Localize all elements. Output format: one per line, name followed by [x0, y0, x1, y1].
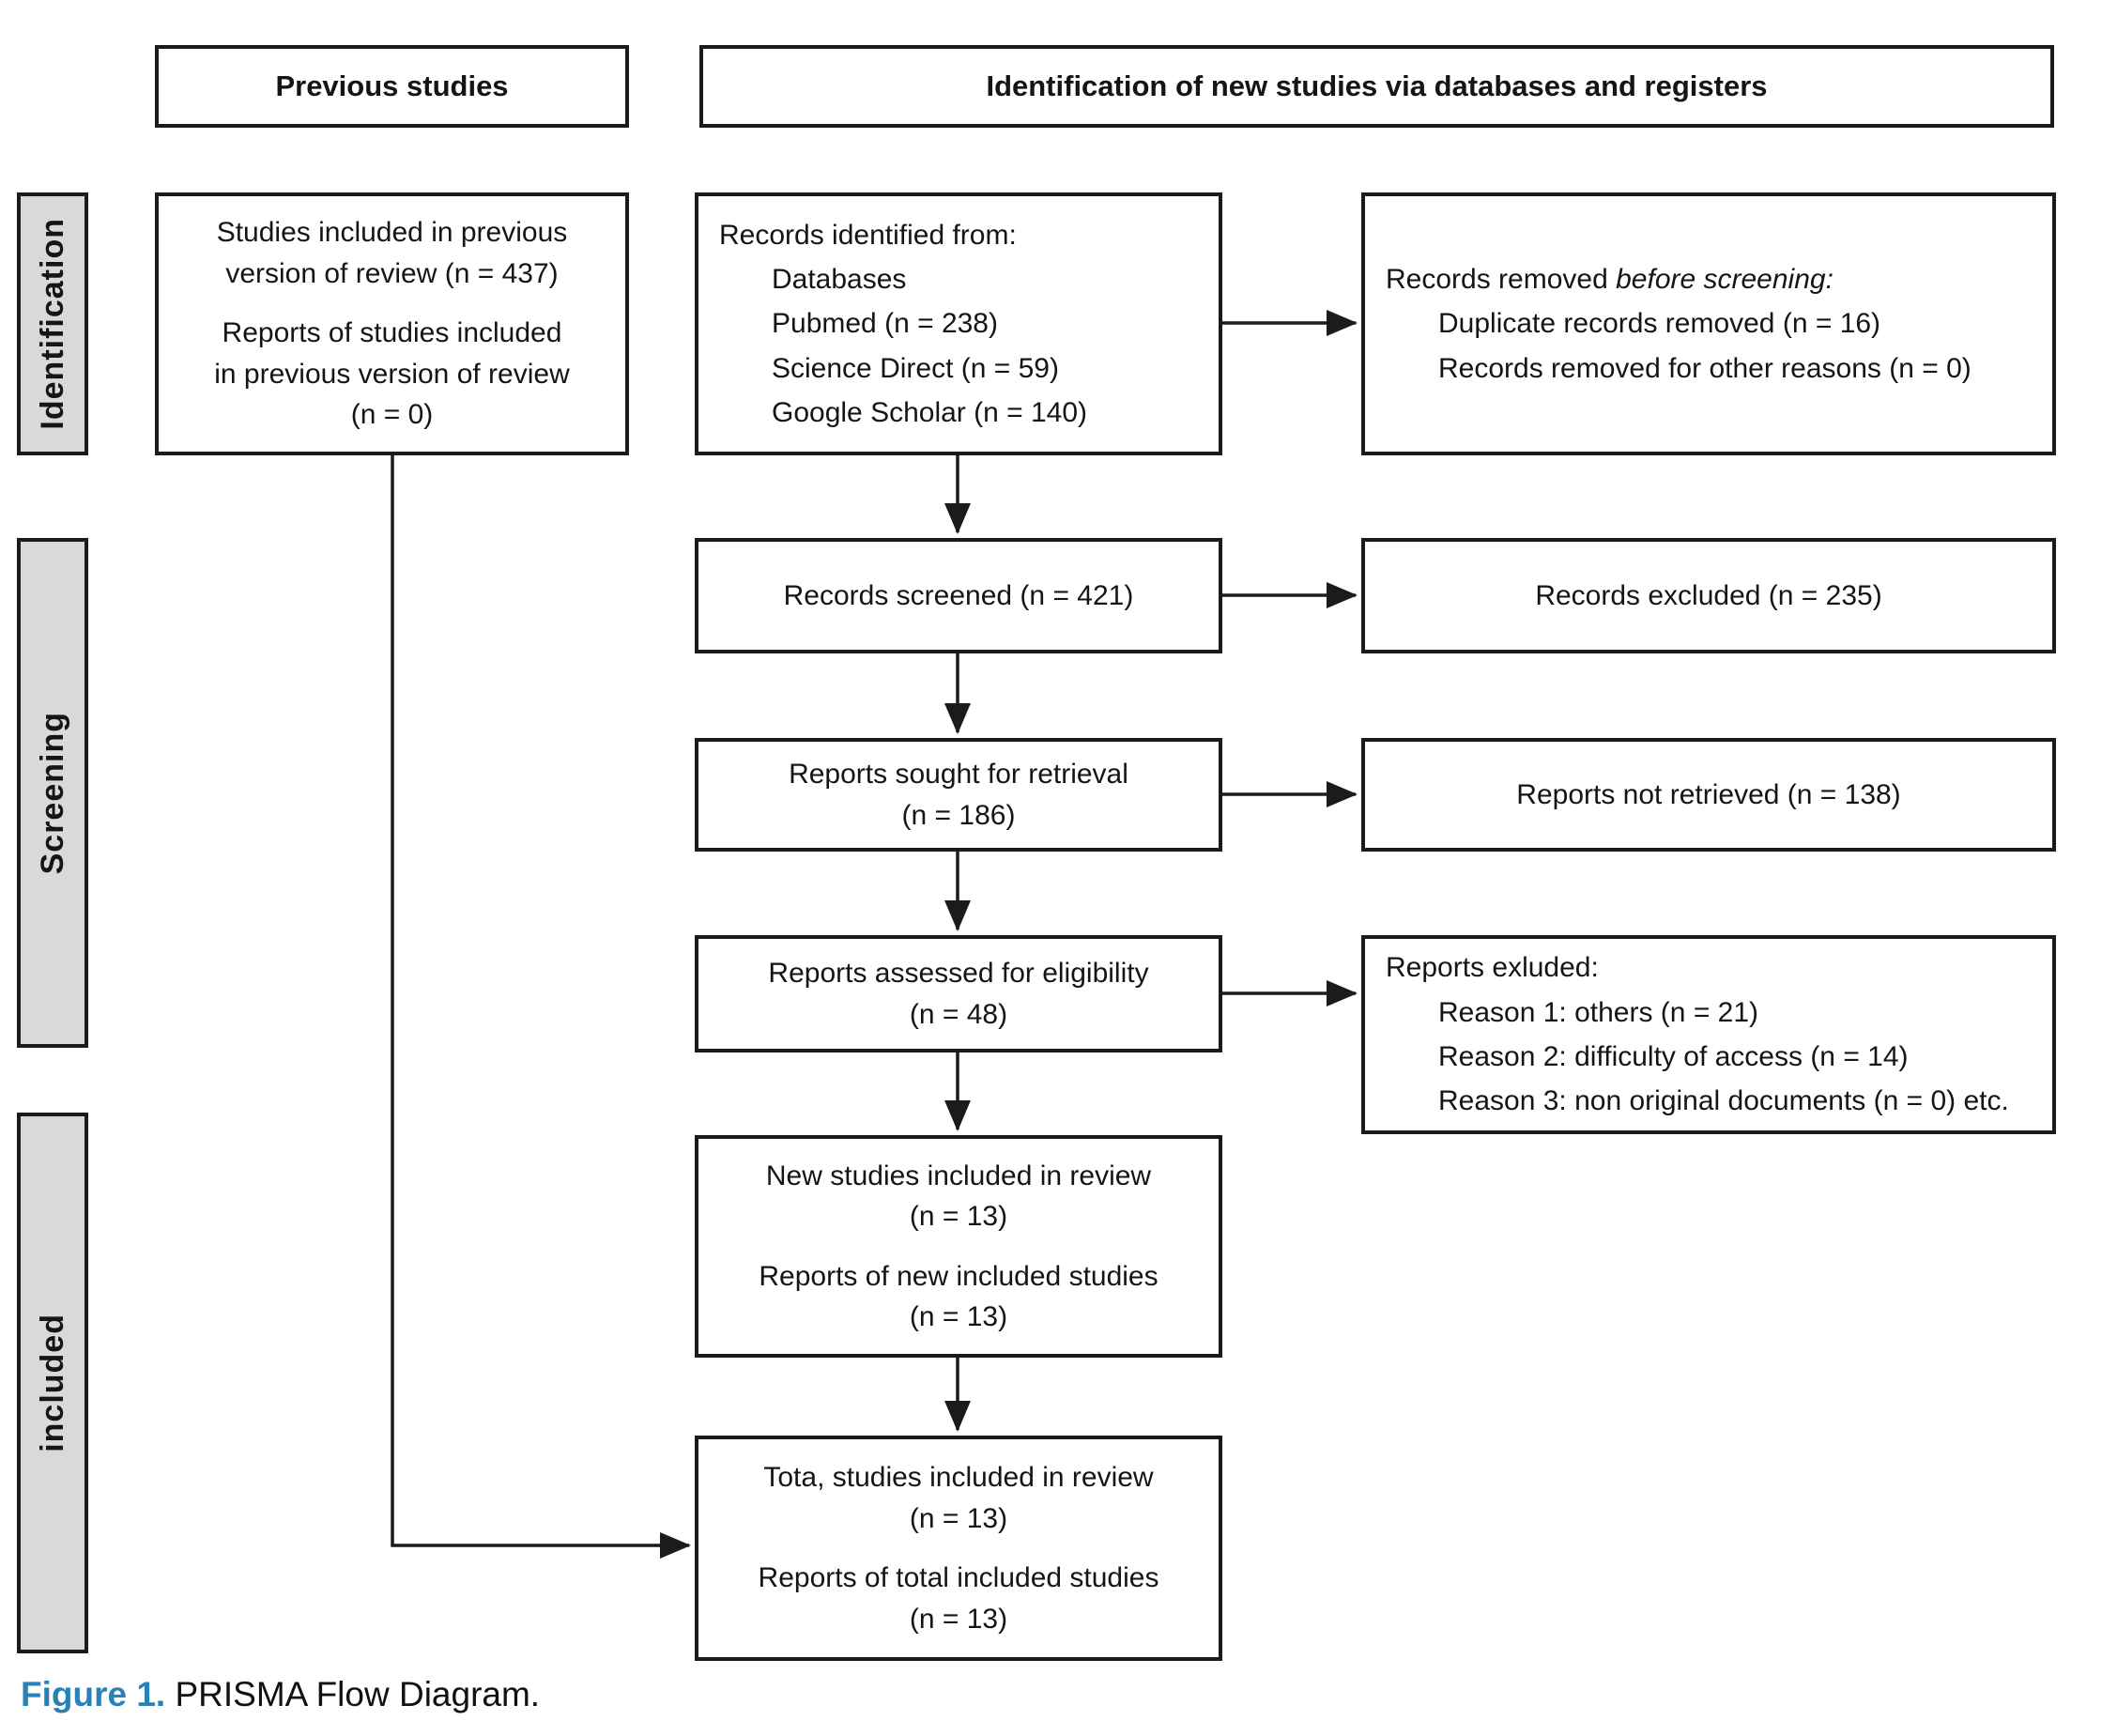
- new-studies-para1: New studies included in review(n = 13): [765, 1160, 1152, 1233]
- records-removed-items: Duplicate records removed (n = 16)Record…: [1438, 308, 1972, 384]
- total-included-para1: Tota, studies included in review(n = 13): [763, 1462, 1154, 1534]
- box-records-removed: Records removed before screening: Duplic…: [1361, 192, 2056, 455]
- phase-bar-included: included: [17, 1113, 88, 1653]
- phase-label-included: included: [34, 1314, 70, 1452]
- total-included-para2: Reports of total included studies(n = 13…: [758, 1562, 1159, 1635]
- box-records-screened: Records screened (n = 421): [695, 538, 1222, 653]
- figure-caption-label: Figure 1.: [21, 1675, 166, 1713]
- arrow-previous-to-total-elbow: [391, 453, 691, 1559]
- reports-excluded-title: Reports exluded:: [1386, 952, 1599, 984]
- header-new-studies: Identification of new studies via databa…: [699, 45, 2054, 128]
- box-reports-excluded: Reports exluded: Reason 1: others (n = 2…: [1361, 935, 2056, 1134]
- phase-bar-screening: Screening: [17, 538, 88, 1048]
- box-total-studies-included: Tota, studies included in review(n = 13)…: [695, 1436, 1222, 1661]
- phase-bar-identification: Identification: [17, 192, 88, 455]
- box-reports-assessed: Reports assessed for eligibility(n = 48): [695, 935, 1222, 1052]
- box-new-studies-included: New studies included in review(n = 13) R…: [695, 1135, 1222, 1358]
- box-records-excluded: Records excluded (n = 235): [1361, 538, 2056, 653]
- new-studies-para2: Reports of new included studies(n = 13): [759, 1260, 1158, 1333]
- reports-excluded-items: Reason 1: others (n = 21)Reason 2: diffi…: [1438, 996, 2009, 1117]
- phase-label-identification: Identification: [34, 218, 70, 430]
- figure-caption-text: PRISMA Flow Diagram.: [165, 1675, 541, 1713]
- figure-caption: Figure 1. PRISMA Flow Diagram.: [21, 1675, 540, 1714]
- records-identified-title: Records identified from:: [719, 219, 1017, 251]
- phase-label-screening: Screening: [34, 711, 70, 875]
- records-removed-title: Records removed before screening:: [1386, 263, 1833, 295]
- box-reports-not-retrieved: Reports not retrieved (n = 138): [1361, 738, 2056, 852]
- header-previous-studies: Previous studies: [155, 45, 629, 128]
- box-reports-sought: Reports sought for retrieval(n = 186): [695, 738, 1222, 852]
